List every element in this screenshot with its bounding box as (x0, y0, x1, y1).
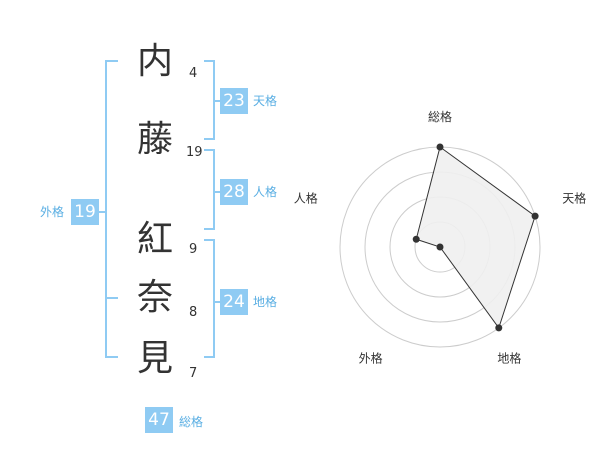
stroke-count-3: 9 (189, 242, 198, 257)
chikaku-value: 24 (220, 289, 248, 315)
name-char-4: 奈 (136, 277, 173, 318)
radar-point-1 (436, 143, 444, 151)
gaikaku-bracket (105, 60, 118, 358)
soukaku-label: 総格 (179, 415, 204, 429)
chikaku-label: 地格 (253, 295, 278, 309)
jinkaku-bracket (204, 149, 215, 230)
radar-axis-label-3: 地格 (497, 350, 521, 365)
chikaku-bracket (204, 239, 215, 358)
jinkaku-label: 人格 (253, 185, 278, 199)
tenkaku-value: 23 (220, 88, 248, 114)
stroke-count-2: 19 (186, 145, 203, 160)
stroke-count-4: 8 (189, 305, 198, 320)
radar-axis-label-2: 天格 (562, 191, 586, 206)
radar-axis-label-4: 外格 (359, 350, 383, 365)
soukaku-value: 47 (145, 407, 173, 433)
radar-series-polygon (415, 146, 536, 329)
radar-point-5 (412, 235, 420, 243)
radar-point-4 (436, 243, 444, 251)
stroke-count-1: 4 (189, 66, 198, 81)
name-char-1: 内 (136, 41, 173, 82)
radar-axis-label-5: 人格 (294, 191, 318, 206)
stroke-count-5: 7 (189, 366, 198, 381)
radar-point-2 (531, 212, 539, 220)
gaikaku-label: 外格 (40, 205, 65, 219)
name-char-2: 藤 (136, 119, 173, 160)
gaikaku-value: 19 (71, 199, 99, 225)
name-char-3: 紅 (136, 219, 173, 260)
jinkaku-value: 28 (220, 179, 248, 205)
tenkaku-label: 天格 (253, 94, 278, 108)
radar-axis-label-1: 総格 (428, 109, 452, 124)
radar-point-3 (495, 324, 503, 332)
name-char-5: 見 (136, 338, 173, 379)
